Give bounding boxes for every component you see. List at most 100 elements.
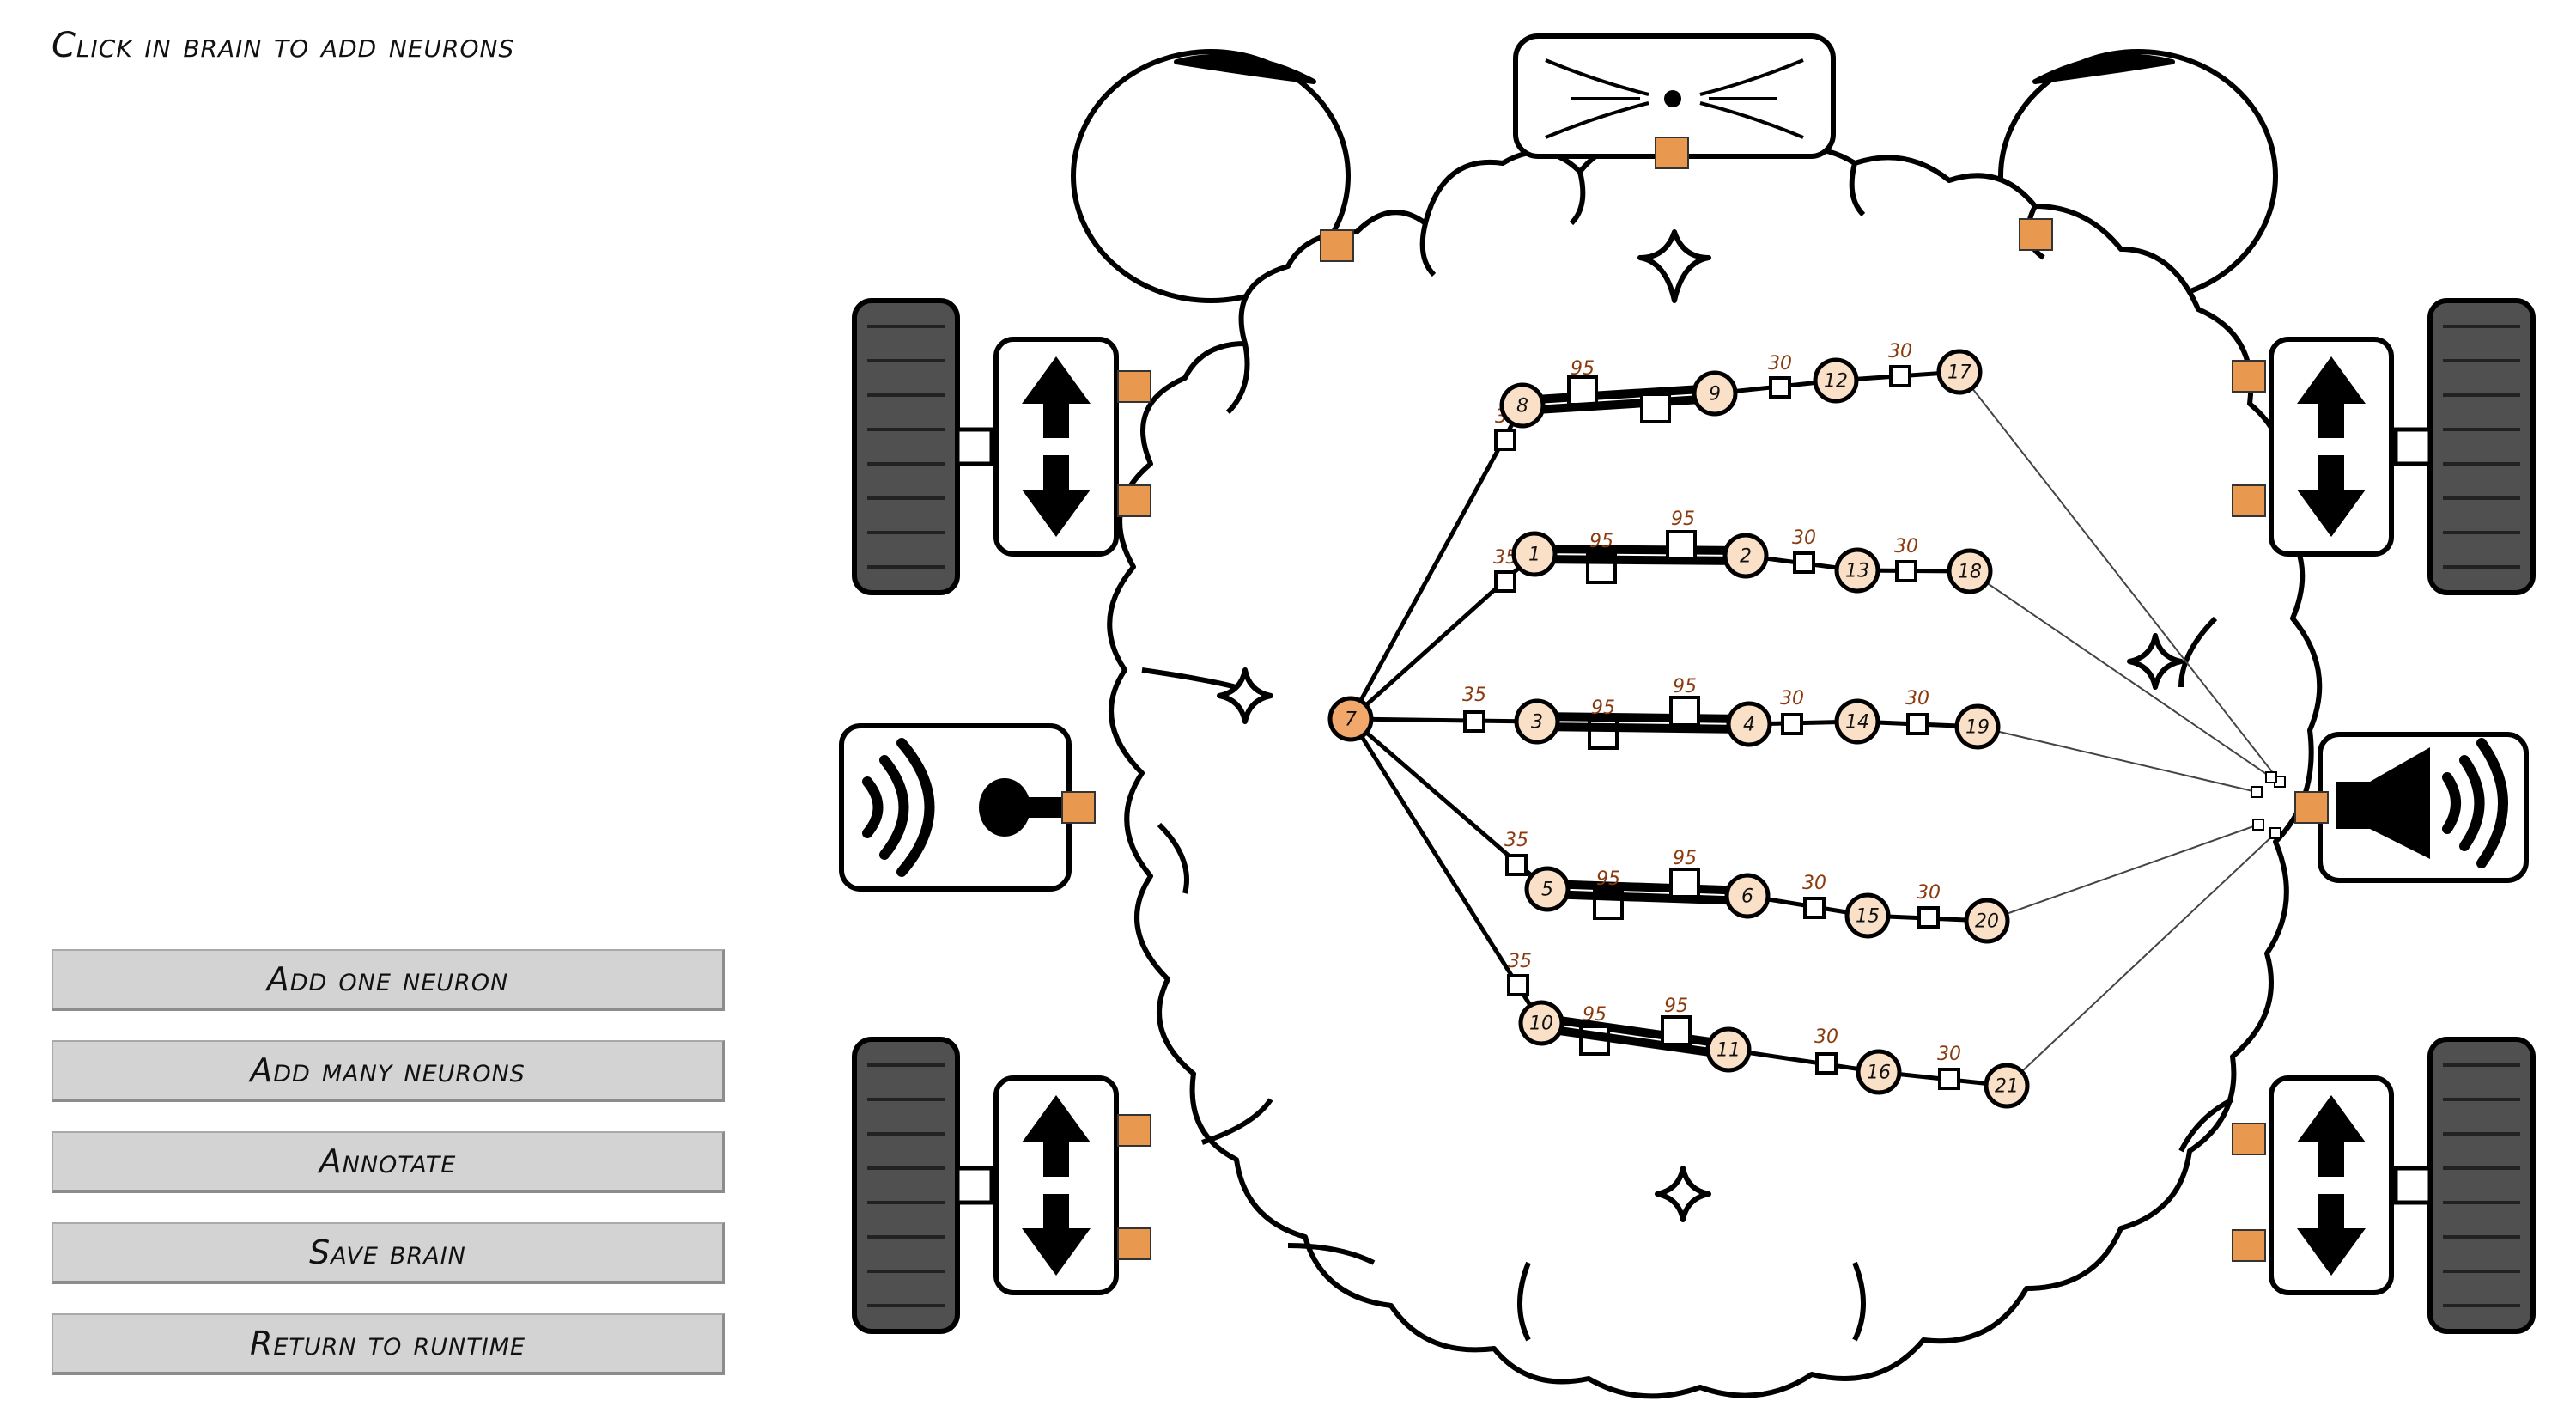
neuron[interactable]: 3 bbox=[1514, 698, 1560, 745]
synapse-marker[interactable] bbox=[1938, 1068, 1960, 1090]
neuron[interactable]: 15 bbox=[1844, 892, 1891, 939]
synapse-marker[interactable] bbox=[1669, 868, 1700, 898]
synapse-marker[interactable] bbox=[1895, 560, 1917, 582]
synapse-line[interactable] bbox=[1533, 722, 1753, 734]
right-front-motor[interactable] bbox=[2269, 298, 2536, 595]
motor-port[interactable] bbox=[2232, 360, 2266, 393]
camera-port[interactable] bbox=[1655, 137, 1689, 169]
neuron[interactable]: 10 bbox=[1518, 1000, 1564, 1046]
neuron[interactable]: 11 bbox=[1705, 1026, 1752, 1073]
speaker-connection[interactable] bbox=[1986, 824, 2259, 922]
return-to-runtime-button[interactable]: Return to runtime bbox=[52, 1313, 725, 1375]
brain-fold bbox=[1225, 343, 1250, 415]
speaker-port[interactable] bbox=[2294, 791, 2329, 824]
synapse-line[interactable] bbox=[1543, 880, 1752, 895]
speaker-connection[interactable] bbox=[1977, 726, 2257, 793]
synapse-marker[interactable] bbox=[1567, 375, 1598, 406]
synapse-line[interactable] bbox=[1518, 394, 1719, 415]
neuron[interactable]: 21 bbox=[1984, 1063, 2030, 1109]
add-one-neuron-button[interactable]: Add one neuron bbox=[52, 949, 725, 1011]
synapse-marker[interactable] bbox=[2265, 771, 2277, 783]
synapse-marker[interactable] bbox=[1640, 393, 1671, 423]
brain-fold-star bbox=[1217, 667, 1273, 724]
brain-fold bbox=[1287, 1243, 1376, 1265]
neuron[interactable]: 1 bbox=[1511, 531, 1558, 577]
synapse-marker[interactable] bbox=[1507, 974, 1529, 996]
synapse-marker[interactable] bbox=[1889, 365, 1911, 387]
add-many-neurons-button[interactable]: Add many neurons bbox=[52, 1040, 725, 1102]
synapse-marker[interactable] bbox=[1505, 854, 1528, 876]
synapse-marker[interactable] bbox=[1793, 551, 1815, 574]
motor-port[interactable] bbox=[2232, 1123, 2266, 1155]
synapse-line[interactable] bbox=[1533, 712, 1753, 723]
annotate-button[interactable]: Annotate bbox=[52, 1131, 725, 1193]
neuron[interactable]: 20 bbox=[1964, 898, 2010, 944]
speaker-connection[interactable] bbox=[1959, 371, 2281, 783]
camera-right-port[interactable] bbox=[2019, 218, 2053, 251]
neuron-label: 7 bbox=[1345, 710, 1357, 731]
neuron[interactable]: 17 bbox=[1936, 349, 1983, 395]
synapse-marker[interactable] bbox=[2251, 786, 2263, 798]
synapse-weight-label: 95 bbox=[1671, 509, 1695, 530]
neuron[interactable]: 2 bbox=[1722, 533, 1769, 579]
speaker-connection[interactable] bbox=[1969, 570, 2272, 778]
speaker-icon[interactable] bbox=[2318, 732, 2529, 883]
neuron[interactable]: 4 bbox=[1726, 701, 1772, 747]
synapse-marker[interactable] bbox=[1769, 376, 1791, 399]
synapse-line[interactable] bbox=[1537, 1014, 1733, 1049]
left-rear-motor[interactable] bbox=[852, 1037, 1119, 1334]
motor-port[interactable] bbox=[2232, 1229, 2266, 1262]
synapse-line[interactable] bbox=[1348, 716, 1544, 1026]
microphone-port[interactable] bbox=[1061, 791, 1096, 824]
neuron[interactable]: 14 bbox=[1834, 698, 1880, 745]
synapse-marker[interactable] bbox=[1781, 713, 1803, 735]
synapse-marker[interactable] bbox=[1494, 570, 1516, 593]
neuron[interactable]: 6 bbox=[1724, 873, 1771, 919]
camera-left-port[interactable] bbox=[1320, 229, 1354, 262]
synapse-weight-label: 95 bbox=[1596, 868, 1620, 890]
neuron[interactable]: 16 bbox=[1856, 1049, 1902, 1095]
synapse-line[interactable] bbox=[1348, 716, 1540, 724]
synapse-marker[interactable] bbox=[2252, 819, 2264, 831]
synapse-marker[interactable] bbox=[1661, 1015, 1692, 1046]
synapse-line[interactable] bbox=[1530, 545, 1750, 555]
synapse-line[interactable] bbox=[1518, 384, 1719, 405]
neuron[interactable]: 19 bbox=[1954, 703, 2001, 750]
synapse-marker[interactable] bbox=[1917, 906, 1940, 929]
synapse-marker[interactable] bbox=[1463, 710, 1485, 733]
synapse-line[interactable] bbox=[1348, 403, 1525, 722]
motor-port[interactable] bbox=[2232, 484, 2266, 517]
synapse-marker[interactable] bbox=[1803, 897, 1826, 919]
synapse-marker[interactable] bbox=[1906, 713, 1929, 735]
synapse-line[interactable] bbox=[1543, 890, 1752, 905]
microphone-icon[interactable] bbox=[839, 723, 1072, 892]
neuron[interactable]: 8 bbox=[1499, 382, 1546, 429]
synapse-marker[interactable] bbox=[1666, 530, 1697, 561]
motor-port[interactable] bbox=[1117, 1114, 1151, 1147]
right-rear-motor[interactable] bbox=[2269, 1037, 2536, 1334]
synapse-marker[interactable] bbox=[1494, 429, 1516, 451]
synapse-line[interactable] bbox=[1530, 555, 1750, 565]
motor-port[interactable] bbox=[1117, 370, 1151, 403]
neuron[interactable]: 18 bbox=[1947, 548, 1993, 594]
synapse-marker[interactable] bbox=[1669, 696, 1700, 727]
synapse-weight-label: 95 bbox=[1673, 848, 1697, 869]
speaker-connection[interactable] bbox=[2006, 832, 2276, 1087]
synapse-line[interactable] bbox=[1537, 1024, 1733, 1059]
neuron[interactable]: 5 bbox=[1524, 866, 1571, 912]
neuron[interactable]: 9 bbox=[1692, 370, 1738, 417]
neuron[interactable]: 13 bbox=[1834, 547, 1880, 594]
synapse-marker[interactable] bbox=[1815, 1052, 1838, 1075]
neuron[interactable]: 7 bbox=[1327, 696, 1374, 742]
neuron-label: 1 bbox=[1528, 545, 1540, 566]
motor-port[interactable] bbox=[1117, 484, 1151, 517]
motor-port[interactable] bbox=[1117, 1227, 1151, 1260]
synapse-line[interactable] bbox=[1726, 1047, 1881, 1075]
left-front-motor[interactable] bbox=[852, 298, 1119, 595]
neuron[interactable]: 12 bbox=[1813, 357, 1859, 404]
synapse-marker[interactable] bbox=[2269, 827, 2281, 839]
neuron-label: 20 bbox=[1975, 911, 1999, 933]
neural-network[interactable]: 3595303035959530303595953030359595303035… bbox=[1327, 341, 2286, 1109]
save-brain-button[interactable]: Save brain bbox=[52, 1222, 725, 1284]
